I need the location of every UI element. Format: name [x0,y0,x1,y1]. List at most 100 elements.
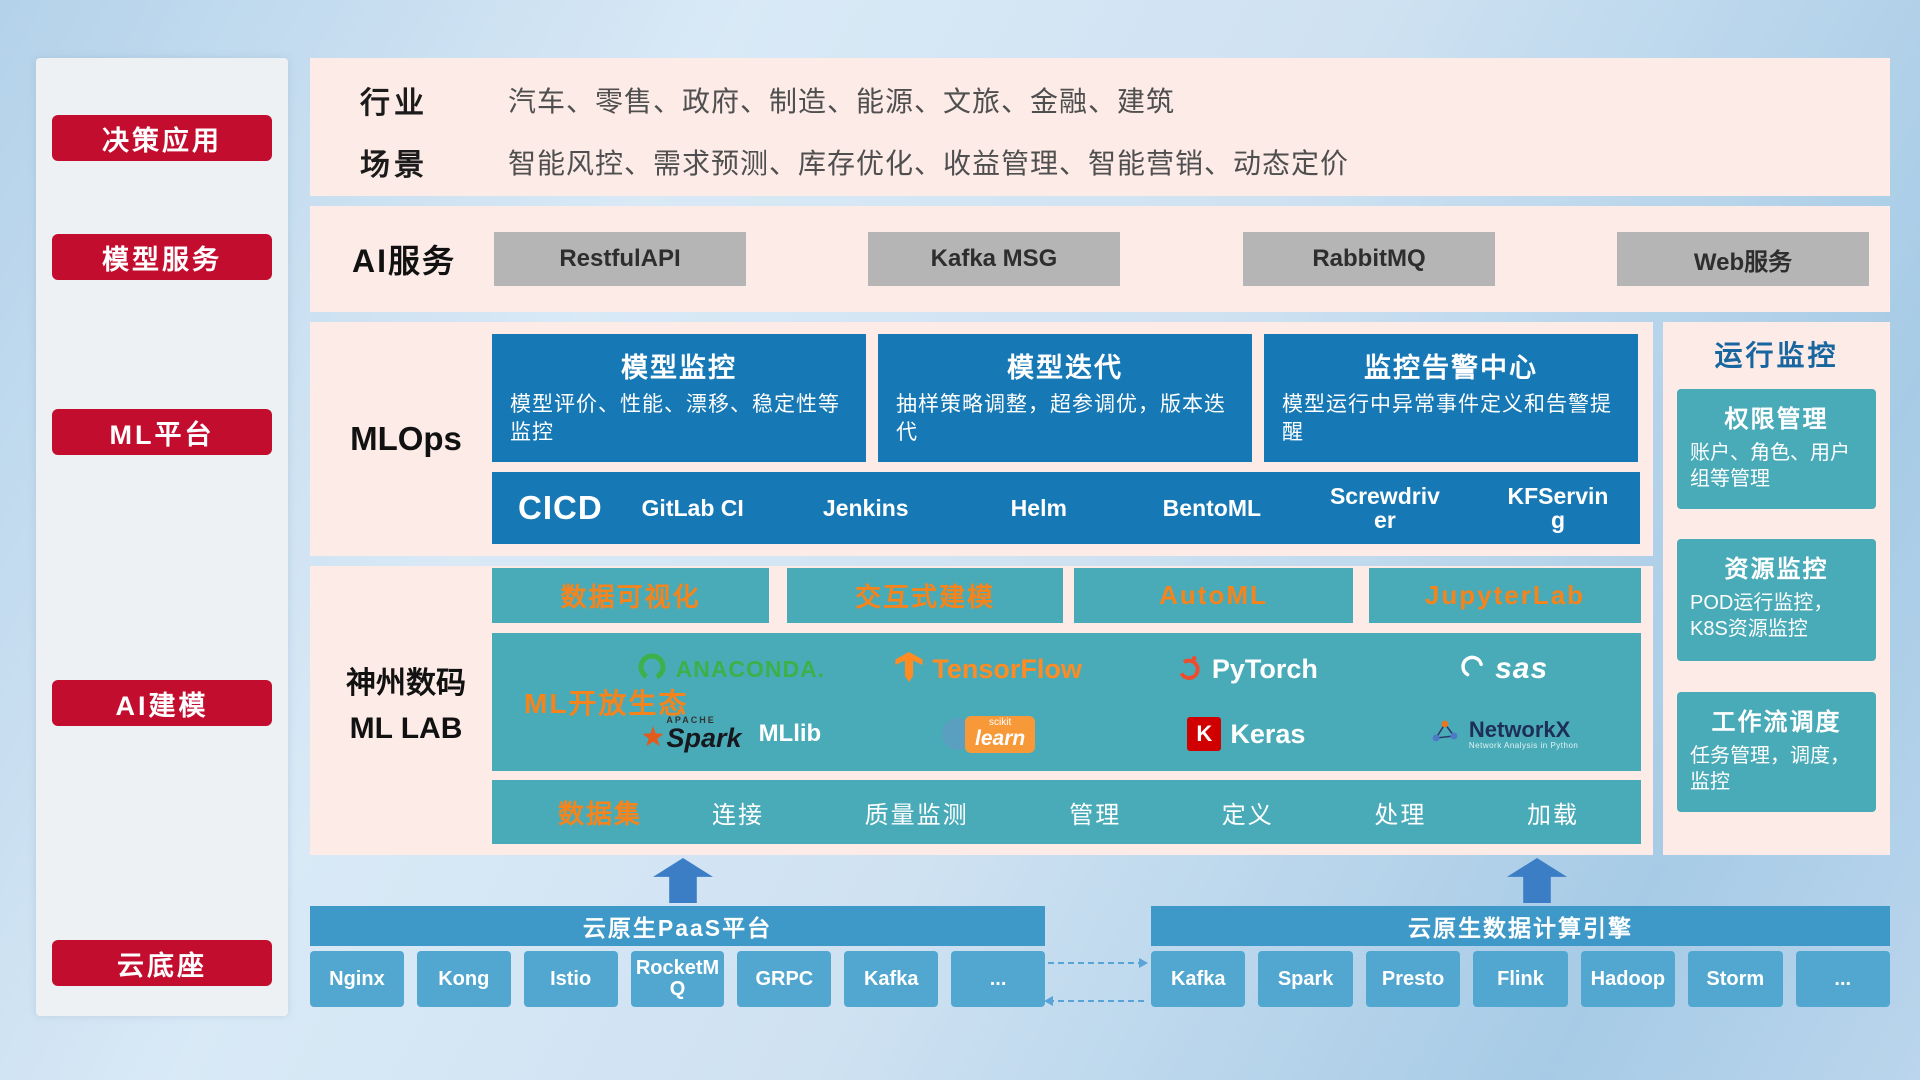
dataset-items: 连接 质量监测 管理 定义 处理 加载 [712,795,1579,830]
ml-ecosystem-box: ML开放生态 ANACONDA. TensorFlow [492,633,1641,771]
sklearn-caption: scikit [989,716,1012,728]
ecosystem-logos: ANACONDA. TensorFlow PyTorch [602,637,1633,767]
dataset-item-connect: 连接 [712,801,765,829]
ai-service-web: Web服务 [1617,232,1869,286]
apache-caption: APACHE [666,714,716,725]
tensorflow-wordmark: TensorFlow [932,653,1082,684]
engine-header: 云原生数据计算引擎 [1151,906,1890,946]
networkx-caption: Network Analysis in Python [1468,740,1579,750]
paas-item-kafka: Kafka [844,951,939,1007]
dataset-label: 数据集 [558,798,643,829]
ml-ecosystem-label: ML开放生态 [524,688,689,719]
sidebar-item-ml-platform: ML平台 [52,409,272,455]
industry-panel: 行业 汽车、零售、政府、制造、能源、文旅、金融、建筑 场景 智能风控、需求预测、… [310,58,1890,196]
keras-logo: K Keras [1187,717,1305,751]
networkx-wordmark: NetworkX [1468,716,1571,742]
dataset-bar: 数据集 连接 质量监测 管理 定义 处理 加载 [492,780,1641,844]
card-desc: 模型运行中异常事件定义和告警提醒 [1282,393,1612,445]
engine-item-hadoop: Hadoop [1580,951,1676,1007]
ai-service-label: AI服务 [352,243,457,279]
engine-item-spark: Spark [1258,951,1353,1007]
cicd-item-jenkins: Jenkins [822,494,909,521]
networkx-logo: NetworkX Network Analysis in Python [1430,716,1579,751]
engine-item-flink: Flink [1473,951,1568,1007]
up-arrow-engine [1507,858,1567,903]
paas-header: 云原生PaaS平台 [310,906,1045,946]
dataset-item-define: 定义 [1221,801,1274,829]
ai-service-kafka-msg: Kafka MSG [868,232,1120,286]
ai-service-restfulapi: RestfulAPI [494,232,746,286]
sidebar-item-ai-modeling: AI建模 [52,680,272,726]
runtime-monitor-panel: 运行监控 权限管理 账户、角色、用户组等管理 资源监控 POD运行监控，K8S资… [1663,322,1890,855]
engine-item-presto: Presto [1365,951,1461,1007]
dashed-arrow-right [1048,958,1148,968]
sidebar-item-cloud-base: 云底座 [52,940,272,986]
card-title: 资源监控 [1724,556,1829,583]
card-title: 工作流调度 [1711,709,1842,736]
ai-service-panel: AI服务 RestfulAPI Kafka MSG RabbitMQ Web服务 [310,206,1890,312]
mllab-label-line2: ML LAB [349,712,463,745]
up-arrow-paas [653,858,713,903]
industry-row-text: 汽车、零售、政府、制造、能源、文旅、金融、建筑 [508,86,1176,117]
card-desc: 账户、角色、用户组等管理 [1690,442,1850,490]
scenario-row-label: 场景 [360,149,428,182]
mllib-wordmark: MLlib [758,720,822,747]
networkx-icon [1430,718,1460,749]
sidebar: 决策应用 模型服务 ML平台 AI建模 云底座 [36,58,288,1016]
anaconda-logo: ANACONDA. [637,652,826,687]
spark-mllib-logo: APACHE Spark MLlib [641,714,822,753]
tool-interactive-modeling: 交互式建模 [787,568,1063,623]
tensorflow-icon [895,651,923,687]
cicd-item-helm: Helm [1010,494,1067,521]
cicd-item-screwdriver: Screwdriver [1329,482,1440,533]
engine-item-more: ... [1795,951,1890,1007]
cicd-label: CICD [518,489,603,526]
tool-jupyterlab: JupyterLab [1369,568,1641,623]
dataset-item-load: 加载 [1526,801,1579,829]
dataset-item-process: 处理 [1374,801,1427,829]
engine-items: Kafka Spark Presto Flink Hadoop Storm ..… [1151,951,1890,1007]
card-title: 模型迭代 [1007,353,1123,383]
industry-row-label: 行业 [360,87,428,120]
sas-icon [1460,654,1486,685]
card-resource-monitor: 资源监控 POD运行监控，K8S资源监控 [1677,539,1876,661]
engine-item-storm: Storm [1688,951,1783,1007]
scikit-learn-logo: scikit learn [942,715,1036,753]
paas-item-more: ... [951,951,1046,1007]
cicd-item-kfserving: KFServing [1507,482,1609,533]
pytorch-wordmark: PyTorch [1211,653,1318,684]
dataset-item-quality: 质量监测 [864,801,969,829]
card-alert-center: 监控告警中心 模型运行中异常事件定义和告警提醒 [1264,334,1638,462]
card-model-iteration: 模型迭代 抽样策略调整，超参调优，版本迭代 [878,334,1252,462]
anaconda-icon [637,652,667,687]
ai-service-rabbitmq: RabbitMQ [1243,232,1495,286]
tool-data-visualization: 数据可视化 [492,568,769,623]
card-desc: 模型评价、性能、漂移、稳定性等监控 [510,393,840,445]
card-model-monitoring: 模型监控 模型评价、性能、漂移、稳定性等监控 [492,334,866,462]
cicd-item-gitlab: GitLab CI [641,494,744,521]
spark-wordmark: Spark [666,723,742,753]
card-workflow-schedule: 工作流调度 任务管理，调度，监控 [1677,692,1876,812]
card-title: 权限管理 [1724,406,1829,433]
card-title: 模型监控 [621,353,737,383]
sidebar-item-model-service: 模型服务 [52,234,272,280]
paas-item-rocketmq: RocketMQ [630,951,725,1007]
card-desc: 抽样策略调整，超参调优，版本迭代 [896,393,1226,445]
card-desc: 任务管理，调度，监控 [1690,745,1850,793]
dashed-arrow-left [1044,996,1144,1006]
mlops-panel: MLOps 模型监控 模型评价、性能、漂移、稳定性等监控 模型迭代 抽样策略调整… [310,322,1653,556]
tool-automl: AutoML [1074,568,1353,623]
paas-items: Nginx Kong Istio RocketMQ GRPC Kafka ... [310,951,1046,1007]
card-title: 监控告警中心 [1364,353,1538,383]
sklearn-wordmark-box: scikit learn [965,715,1036,753]
anaconda-wordmark: ANACONDA. [675,655,826,682]
spark-wordmark-stack: APACHE Spark [641,714,742,753]
card-permission-mgmt: 权限管理 账户、角色、用户组等管理 [1677,389,1876,509]
paas-item-istio: Istio [523,951,618,1007]
sklearn-wordmark: learn [975,726,1026,750]
runtime-monitor-title: 运行监控 [1714,340,1839,371]
mllab-label-line1: 神州数码 [346,667,466,700]
sidebar-item-decision-apps: 决策应用 [52,115,272,161]
keras-wordmark: Keras [1230,718,1306,749]
